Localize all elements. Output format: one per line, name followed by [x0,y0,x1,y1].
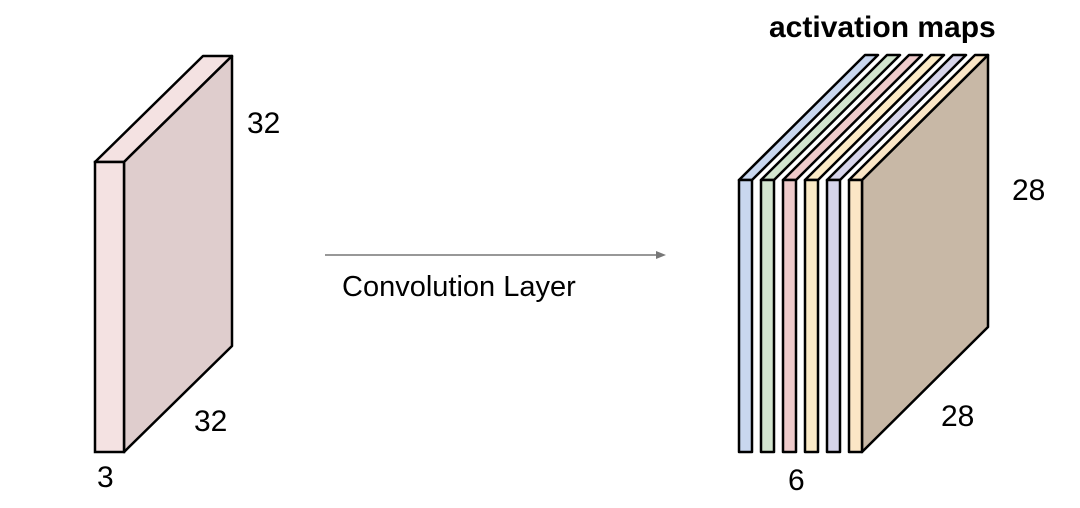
output-height-label: 28 [1012,174,1045,207]
input-volume-side [122,54,234,454]
input-height-label: 32 [247,107,280,140]
input-volume-front [93,160,126,454]
input-width-label: 32 [194,405,227,438]
activation-map-4-front [803,178,820,454]
activation-maps-stack [737,53,990,454]
activation-map-6-front [847,178,864,454]
input-volume [93,54,234,454]
arrow-head [656,251,666,259]
activation-map-2-front [759,178,776,454]
activation-maps-title: activation maps [769,11,996,44]
convolution-arrow [325,251,666,259]
activation-map-3-front [781,178,798,454]
activation-map-5-front [825,178,842,454]
convolution-layer-label: Convolution Layer [342,271,576,303]
output-width-label: 28 [941,400,974,433]
activation-map-1-front [737,178,754,454]
output-depth-label: 6 [788,464,805,497]
input-depth-label: 3 [97,461,114,494]
